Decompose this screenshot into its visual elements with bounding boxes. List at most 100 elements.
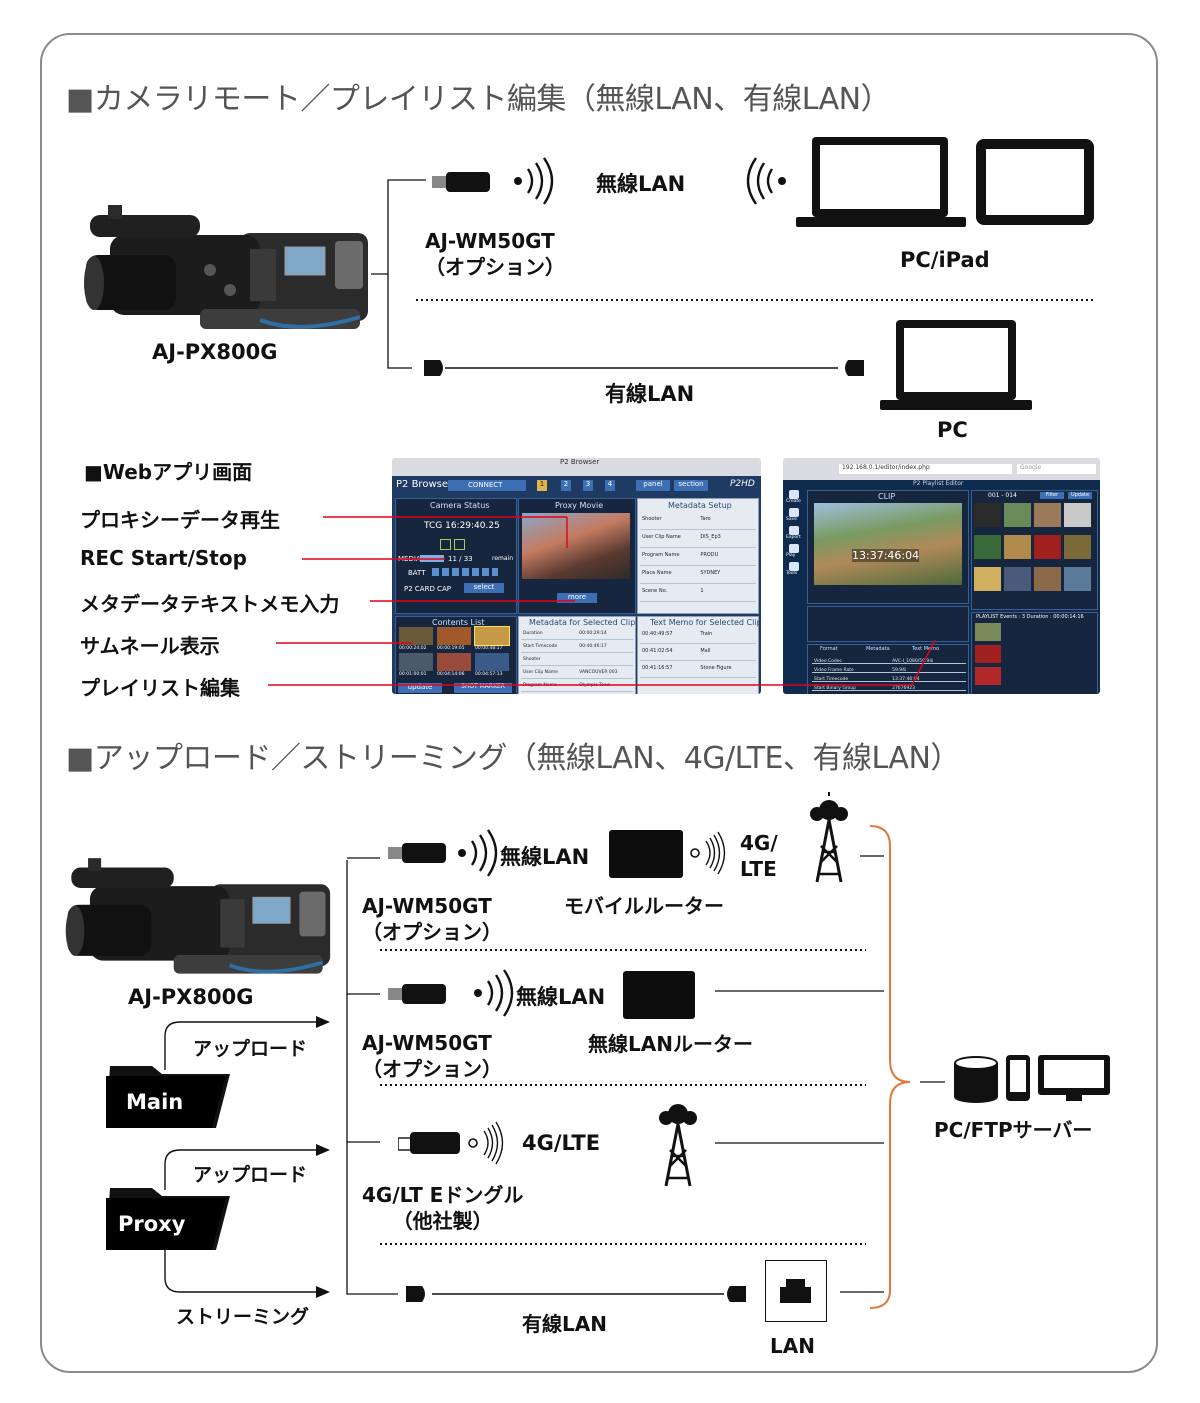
tab-2[interactable]: Text Memo	[912, 646, 940, 652]
dongle-option: （オプション）	[362, 920, 502, 944]
sidebar-item[interactable]: Create	[785, 490, 803, 506]
tab-4-button[interactable]: 4	[605, 480, 615, 491]
clip-thumbnail[interactable]	[1064, 567, 1091, 591]
row-key: Start Binary Group	[814, 686, 857, 691]
proxy-folder-icon	[106, 1188, 232, 1254]
url-bar[interactable]: 192.168.0.1/editor/index.php	[839, 464, 1012, 474]
clip-thumbnail[interactable]	[974, 503, 1001, 527]
update-button[interactable]: Update	[1068, 492, 1092, 499]
row-value: DIS_Ep3	[700, 534, 721, 540]
clip-thumbnail[interactable]	[1034, 503, 1061, 527]
more-button[interactable]: more	[557, 593, 597, 603]
camera-label-1: AJ-PX800G	[152, 340, 278, 364]
lte-line1: 4G/	[740, 831, 778, 855]
dongle-label-r2: AJ-WM50GT （オプション）	[362, 1030, 502, 1082]
clip-thumbnail[interactable]	[1004, 535, 1031, 559]
wireless-label-r1: 無線LAN	[500, 845, 590, 869]
playlist-event[interactable]	[975, 623, 1001, 641]
update-button[interactable]: update	[398, 683, 442, 693]
clip-thumbnail[interactable]	[974, 567, 1001, 591]
section-button[interactable]: section	[674, 480, 708, 491]
mobile-router-icon	[609, 830, 683, 878]
wifi-signal-icon	[510, 156, 560, 210]
dongle-model: AJ-WM50GT	[362, 894, 492, 918]
row-value: 00:00:29:14	[579, 631, 607, 636]
thumbnail-time: 00:04:14:06	[437, 672, 465, 677]
clip-thumbnail[interactable]: 00:01:00:01	[399, 653, 433, 677]
sidebar-label: Tools	[786, 571, 798, 576]
table-row: Scene No.1	[640, 585, 756, 602]
sidebar-item[interactable]: Play	[785, 544, 803, 560]
battery-indicator	[432, 568, 498, 576]
app-body: P2 Browser CONNECT 1 2 3 4 panel section…	[392, 476, 761, 694]
row-key: 00:41:02:54	[642, 648, 673, 654]
panel-button[interactable]: panel	[636, 480, 670, 491]
row-key: Video Frame Rate	[814, 668, 854, 673]
clip-thumbnail[interactable]	[1034, 567, 1061, 591]
wireless-router-label: 無線LANルーター	[588, 1032, 753, 1056]
rec-button[interactable]	[440, 539, 451, 550]
sidebar-item[interactable]: Save	[785, 508, 803, 524]
row-value: 13:37:46:04	[892, 677, 920, 682]
clip-video[interactable]	[814, 503, 962, 585]
feature-metadata-memo: メタデータテキストメモ入力	[80, 592, 340, 616]
filter-button[interactable]: Filter	[1040, 492, 1064, 499]
tab-2-button[interactable]: 2	[561, 480, 571, 491]
playlist-panel: PLAYLIST Events : 3 Duration : 00:00:14:…	[971, 612, 1098, 694]
tool-icon	[789, 562, 799, 571]
p2-browser-screenshot: P2 Browser P2 Browser CONNECT 1 2 3 4 pa…	[392, 458, 761, 694]
clip-thumbnail[interactable]	[1004, 567, 1031, 591]
shot-marker-button[interactable]: SHOT MARKER	[454, 683, 512, 693]
lte-signal-icon	[466, 1118, 512, 1172]
stop-button[interactable]	[454, 539, 465, 550]
playlist-editor-screenshot: 192.168.0.1/editor/index.php Google P2 P…	[783, 458, 1100, 694]
dongle-label-1: AJ-WM50GT （オプション）	[425, 228, 565, 280]
tab-0[interactable]: Format	[820, 646, 838, 652]
tab-1-button[interactable]: 1	[537, 480, 547, 491]
clip-thumbnail[interactable]	[1064, 503, 1091, 527]
playlist-event[interactable]	[975, 645, 1001, 663]
playlist-event[interactable]	[975, 667, 1001, 685]
row-value: 1	[700, 588, 704, 594]
camcorder-image	[62, 858, 332, 984]
sidebar-item[interactable]: Export	[785, 526, 803, 542]
proxy-video[interactable]	[522, 513, 630, 579]
clip-thumbnail[interactable]	[974, 535, 1001, 559]
feature-rec-start-stop: REC Start/Stop	[80, 546, 247, 570]
sidebar-item[interactable]: Tools	[785, 562, 803, 578]
mobile-router-label: モバイルルーター	[564, 894, 724, 918]
dongle-label-r1: AJ-WM50GT （オプション）	[362, 893, 502, 945]
clip-thumbnail[interactable]	[1004, 503, 1031, 527]
clip-thumbnail[interactable]	[1064, 535, 1091, 559]
laptop-icon	[796, 137, 966, 233]
tool-icon	[789, 526, 799, 535]
search-field[interactable]: Google	[1017, 464, 1096, 474]
pc-ipad-label: PC/iPad	[900, 248, 990, 272]
wired-label-2: 有線LAN	[522, 1312, 607, 1336]
clip-thumbnail[interactable]	[1034, 535, 1061, 559]
clip-thumbnail[interactable]: 00:04:57:13	[475, 653, 509, 677]
tab-3-button[interactable]: 3	[583, 480, 593, 491]
clip-thumbnail[interactable]: 00:00:48:17	[474, 626, 510, 651]
clip-thumbnail[interactable]: 00:00:24:02	[399, 627, 433, 651]
select-button[interactable]: select	[464, 583, 504, 593]
row-value: VANCOUVER 003	[579, 670, 618, 675]
connect-button[interactable]: CONNECT	[448, 480, 526, 491]
clip-thumbnail[interactable]: 00:04:14:06	[437, 653, 471, 677]
wired-label-1: 有線LAN	[605, 382, 695, 406]
clip-thumbnail[interactable]: 00:00:19:05	[437, 627, 471, 651]
tab-1[interactable]: Metadata	[866, 646, 890, 652]
lte-signal-icon	[688, 828, 734, 882]
